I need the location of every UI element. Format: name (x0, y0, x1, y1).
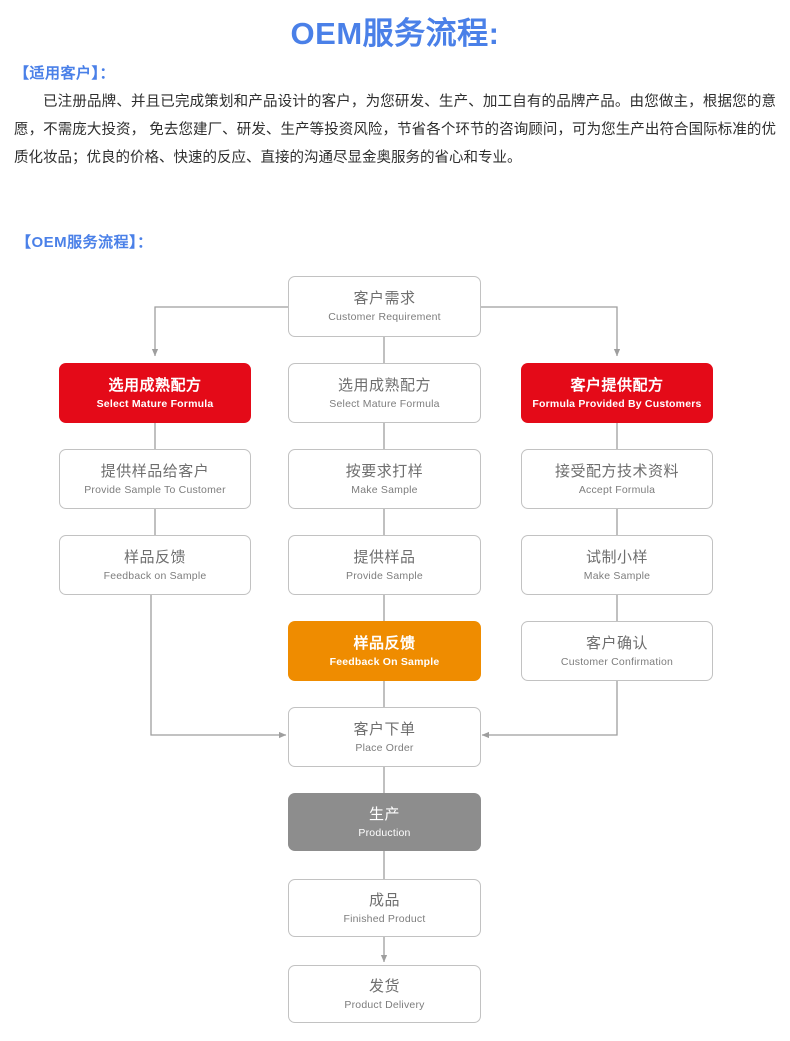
flow-node-en: Feedback on Sample (103, 569, 207, 582)
flow-node-cn: 提供样品 (353, 548, 416, 566)
flow-node-en: Place Order (355, 741, 414, 754)
flow-node-cn: 生产 (368, 805, 400, 823)
flow-node-place-order[interactable]: 客户下单 Place Order (288, 707, 481, 767)
flow-node-product-delivery[interactable]: 发货 Product Delivery (288, 965, 481, 1023)
flow-node-en: Customer Requirement (328, 311, 441, 323)
flow-node-cn: 成品 (368, 891, 400, 909)
flow-node-feedback-on-sample-left[interactable]: 样品反馈 Feedback on Sample (59, 535, 251, 595)
flow-node-en: Formula Provided By Customers (532, 397, 702, 410)
flow-node-en: Provide Sample To Customer (84, 483, 226, 496)
flow-node-en: Finished Product (343, 912, 426, 925)
flow-node-customer-confirmation[interactable]: 客户确认 Customer Confirmation (521, 621, 713, 681)
flow-node-cn: 试制小样 (585, 548, 648, 566)
flow-node-production[interactable]: 生产 Production (288, 793, 481, 851)
flow-node-cn: 客户下单 (353, 720, 416, 738)
flow-node-en: Feedback On Sample (329, 655, 440, 668)
flow-node-cn: 发货 (368, 977, 400, 995)
applicable-customers-body: 已注册品牌、并且已完成策划和产品设计的客户，为您研发、生产、加工自有的品牌产品。… (14, 94, 776, 166)
flow-node-finished-product[interactable]: 成品 Finished Product (288, 879, 481, 937)
flow-node-en: Select Mature Formula (329, 397, 440, 410)
flow-node-cn: 客户需求 (353, 290, 416, 307)
flow-node-en: Product Delivery (344, 998, 425, 1011)
flow-node-en: Make Sample (583, 569, 651, 582)
flow-node-cn: 接受配方技术资料 (554, 462, 679, 480)
flow-node-cn: 客户提供配方 (570, 376, 664, 394)
page-title: OEM服务流程: (290, 16, 500, 51)
flow-node-en: Make Sample (351, 483, 418, 496)
flow-node-provide-sample-to-customer[interactable]: 提供样品给客户 Provide Sample To Customer (59, 449, 251, 509)
flow-node-cn: 样品反馈 (353, 634, 416, 652)
flow-node-feedback-on-sample-center[interactable]: 样品反馈 Feedback On Sample (288, 621, 481, 681)
flow-node-make-sample-right[interactable]: 试制小样 Make Sample (521, 535, 713, 595)
flow-node-cn: 选用成熟配方 (108, 376, 202, 394)
flow-node-cn: 提供样品给客户 (100, 462, 210, 480)
flow-node-en: Production (358, 826, 411, 839)
flow-node-en: Select Mature Formula (96, 397, 214, 410)
flow-node-select-mature-formula-center[interactable]: 选用成熟配方 Select Mature Formula (288, 363, 481, 423)
flow-node-cn: 按要求打样 (345, 462, 424, 480)
flow-node-accept-formula[interactable]: 接受配方技术资料 Accept Formula (521, 449, 713, 509)
flow-node-en: Accept Formula (578, 483, 656, 496)
applicable-customers-label: 【适用客户】： (14, 65, 116, 82)
flow-node-en: Provide Sample (346, 569, 423, 582)
flow-node-en: Customer Confirmation (560, 655, 674, 668)
flow-node-provide-sample-center[interactable]: 提供样品 Provide Sample (288, 535, 481, 595)
oem-process-label: 【OEM服务流程】： (16, 234, 153, 251)
flow-node-select-mature-formula-left[interactable]: 选用成熟配方 Select Mature Formula (59, 363, 251, 423)
flow-node-make-sample-center[interactable]: 按要求打样 Make Sample (288, 449, 481, 509)
flow-node-customer-requirement[interactable]: 客户需求 Customer Requirement (288, 276, 481, 337)
flow-node-formula-provided-by-customers[interactable]: 客户提供配方 Formula Provided By Customers (521, 363, 713, 423)
flow-node-cn: 选用成熟配方 (337, 376, 431, 394)
flow-node-cn: 客户确认 (585, 634, 648, 652)
flow-node-cn: 样品反馈 (123, 548, 186, 566)
